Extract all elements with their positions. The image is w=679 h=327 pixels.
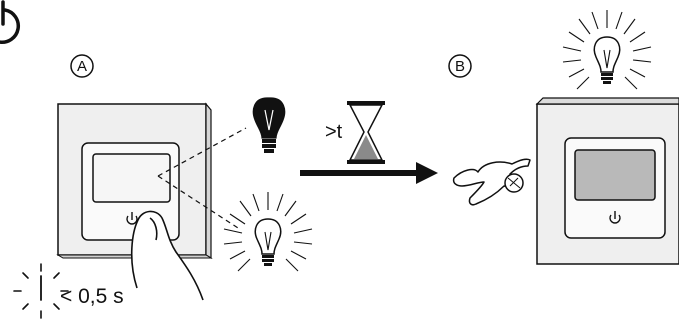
blink-icon: [13, 263, 69, 319]
panel-a-label: A: [70, 54, 94, 78]
switch-a-power-icon: [126, 212, 138, 225]
bulb-on-b-icon: [562, 10, 652, 90]
svg-text:A: A: [77, 58, 87, 75]
bulb-off-icon: [252, 97, 286, 153]
hourglass-icon: [347, 101, 385, 164]
power-icon: [0, 0, 21, 45]
panel-b-label: B: [448, 54, 472, 78]
bulb-on-icon: [223, 192, 313, 272]
arrow-icon: [300, 162, 438, 184]
switch-b: [535, 97, 679, 265]
person-icon: [452, 158, 531, 206]
pointer-lines: [157, 127, 247, 229]
switch-b-power-icon: [609, 211, 621, 224]
condition-text: >t: [325, 121, 343, 143]
press-duration-text: < 0,5 s: [60, 285, 124, 308]
finger-icon: [130, 210, 204, 301]
svg-text:B: B: [455, 58, 465, 75]
